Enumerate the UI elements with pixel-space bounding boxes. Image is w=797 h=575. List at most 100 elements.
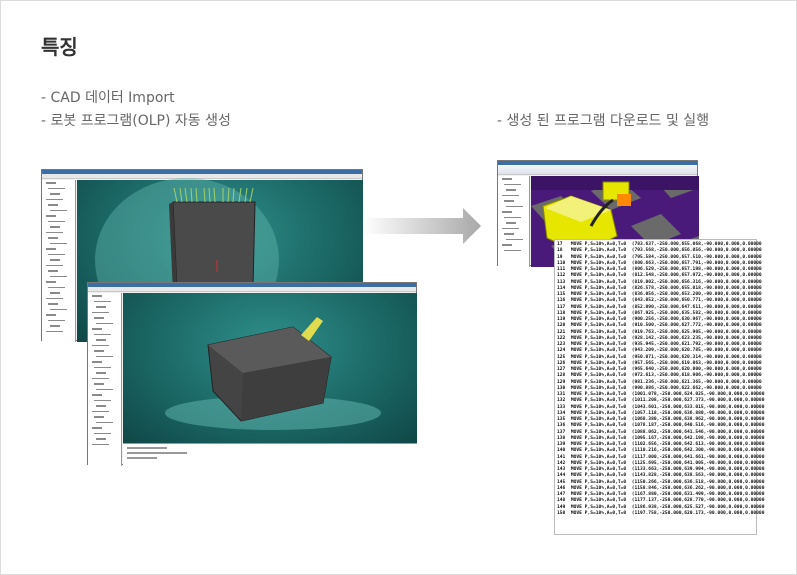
tree-node[interactable] <box>48 252 75 258</box>
tree-node[interactable] <box>92 359 121 365</box>
tree-node[interactable] <box>96 370 121 376</box>
part-box-side <box>169 202 177 294</box>
tree-node[interactable] <box>48 301 75 307</box>
tree-node[interactable] <box>94 398 121 404</box>
tree-node[interactable] <box>504 198 529 204</box>
line-command: MOVE P,S=10%,A=0,T=0 <box>570 398 632 404</box>
tree-node[interactable] <box>96 304 121 310</box>
tree-node[interactable] <box>96 387 121 393</box>
tree-node[interactable] <box>502 176 529 182</box>
tree-node[interactable] <box>48 318 75 324</box>
program-line: 116 MOVE P,S=10%,A=0,T=0 (843.052,-250.0… <box>557 298 762 304</box>
tree-node[interactable] <box>46 180 75 186</box>
tree-node[interactable] <box>50 241 75 247</box>
tree-node[interactable] <box>48 219 75 225</box>
tree-node[interactable] <box>92 442 121 448</box>
tree-node[interactable] <box>96 403 121 409</box>
tree-node[interactable] <box>50 290 75 296</box>
line-number: 133 <box>557 404 571 410</box>
line-number: 116 <box>557 298 571 304</box>
tree-node[interactable] <box>48 235 75 241</box>
model-tree-panel <box>42 180 76 342</box>
tree-node[interactable] <box>46 263 75 269</box>
tree-node[interactable] <box>50 274 75 280</box>
line-command: MOVE P,S=10%,A=0,T=0 <box>570 367 632 372</box>
tree-node[interactable] <box>50 323 75 329</box>
line-number: 145 <box>557 479 571 485</box>
line-values: (1150.266,-250.000,636.518,-90.000,0.000… <box>631 479 765 485</box>
tree-node[interactable] <box>94 431 121 437</box>
tree-node[interactable] <box>502 209 529 215</box>
tree-node[interactable] <box>94 299 121 305</box>
tree-node[interactable] <box>92 425 121 431</box>
tree-node[interactable] <box>92 409 121 415</box>
tree-node[interactable] <box>46 329 75 335</box>
tree-node[interactable] <box>48 202 75 208</box>
tree-node[interactable] <box>46 197 75 203</box>
program-line: 124 MOVE P,S=10%,A=0,T=0 (943.209,-250.0… <box>557 348 762 354</box>
tree-node[interactable] <box>504 248 529 254</box>
tree-node[interactable] <box>92 343 121 349</box>
tree-node[interactable] <box>92 392 121 398</box>
tree-node[interactable] <box>46 213 75 219</box>
line-number: 138 <box>557 435 571 441</box>
tree-node[interactable] <box>92 293 121 299</box>
line-values: (1133.663,-250.000,639.994,-90.000,0.000… <box>631 467 765 472</box>
line-number: 141 <box>557 454 571 460</box>
tree-node[interactable] <box>50 257 75 263</box>
program-line: 122 MOVE P,S=10%,A=0,T=0 (928.142,-250.0… <box>557 336 762 342</box>
tree-node[interactable] <box>46 312 75 318</box>
tree-node[interactable] <box>96 420 121 426</box>
tree-node[interactable] <box>50 224 75 230</box>
tree-node[interactable] <box>504 231 529 237</box>
tree-node[interactable] <box>46 246 75 252</box>
program-line: 146 MOVE P,S=10%,A=0,T=0 (1158.846,-250.… <box>557 486 764 492</box>
tree-node[interactable] <box>96 337 121 343</box>
tree-node[interactable] <box>94 414 121 420</box>
tree-node[interactable] <box>96 436 121 442</box>
tree-node[interactable] <box>506 237 529 243</box>
tree-node[interactable] <box>96 354 121 360</box>
tree-node[interactable] <box>94 315 121 321</box>
tree-node[interactable] <box>48 186 75 192</box>
line-values: (1102.656,-250.000,642.613,-90.000,0.000… <box>631 442 765 447</box>
program-line: 130 MOVE P,S=10%,A=0,T=0 (990.886,-250.0… <box>557 386 762 392</box>
tree-node[interactable] <box>46 279 75 285</box>
tree-node[interactable] <box>92 326 121 332</box>
tree-node[interactable] <box>502 242 529 248</box>
program-line: 127 MOVE P,S=10%,A=0,T=0 (965.640,-250.0… <box>557 367 762 373</box>
tree-node[interactable] <box>48 285 75 291</box>
tree-node[interactable] <box>504 182 529 188</box>
tree-node[interactable] <box>92 376 121 382</box>
bullet-olp-generation: - 로봇 프로그램(OLP) 자동 생성 <box>41 113 231 129</box>
tree-node[interactable] <box>502 193 529 199</box>
tree-node[interactable] <box>46 230 75 236</box>
tree-node[interactable] <box>94 332 121 338</box>
tree-node[interactable] <box>50 191 75 197</box>
tree-node[interactable] <box>94 348 121 354</box>
line-number: 119 <box>557 317 571 322</box>
part-box-front <box>241 357 331 421</box>
line-command: MOVE P,S=10%,A=0,T=0 <box>570 298 632 304</box>
tree-node[interactable] <box>506 204 529 210</box>
tree-node[interactable] <box>502 226 529 232</box>
tree-node[interactable] <box>506 187 529 193</box>
line-values: (795.584,-250.000,657.510,-90.000,0.000,… <box>631 254 762 260</box>
tree-node[interactable] <box>506 220 529 226</box>
line-command: MOVE P,S=10%,A=0,T=0 <box>570 354 632 360</box>
tree-node[interactable] <box>96 321 121 327</box>
tree-node[interactable] <box>50 208 75 214</box>
tree-node[interactable] <box>92 310 121 316</box>
line-values: (943.209,-250.000,620.785,-90.000,0.000,… <box>631 348 762 354</box>
line-values: (990.886,-250.000,622.662,-90.000,0.000,… <box>631 385 762 391</box>
tree-node[interactable] <box>94 365 121 371</box>
program-line: 115 MOVE P,S=10%,A=0,T=0 (836.056,-250.0… <box>557 292 762 298</box>
tree-node[interactable] <box>94 381 121 387</box>
tree-node[interactable] <box>46 296 75 302</box>
line-values: (1110.216,-250.000,642.300,-90.000,0.000… <box>631 448 765 454</box>
tree-node[interactable] <box>50 307 75 313</box>
line-values: (935.945,-250.000,621.792,-90.000,0.000,… <box>631 342 762 347</box>
tree-node[interactable] <box>48 268 75 274</box>
tree-node[interactable] <box>504 215 529 221</box>
line-command: MOVE P,S=10%,A=0,T=0 <box>570 479 632 485</box>
